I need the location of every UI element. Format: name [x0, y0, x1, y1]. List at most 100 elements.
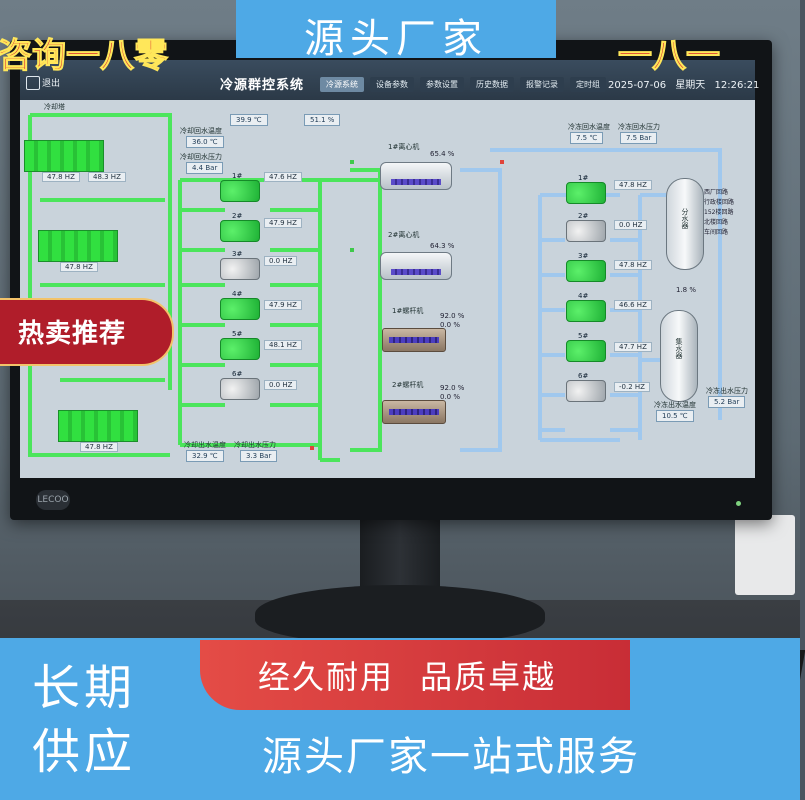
chiller-1-name: 1#离心机	[388, 143, 420, 151]
promo-quality-text: 经久耐用 品质卓越	[258, 658, 557, 696]
tower-hz-1: 47.8 HZ	[42, 172, 80, 182]
tower-hz-2: 48.3 HZ	[88, 172, 126, 182]
coil-icon	[389, 409, 439, 415]
power-led-icon	[736, 501, 741, 506]
chilled-pump-4-num: 4#	[578, 292, 589, 300]
tower-hz-4: 47.8 HZ	[80, 442, 118, 452]
cooling-pump-3[interactable]	[220, 258, 260, 280]
hot-sale-text: 热卖推荐	[18, 319, 127, 349]
loop-workshop[interactable]: 车间回路	[704, 229, 729, 236]
cooling-tower-3[interactable]	[58, 410, 138, 442]
home-icon[interactable]	[26, 76, 40, 90]
chilled-pump-5[interactable]	[566, 340, 606, 362]
chilled-pump-2[interactable]	[566, 220, 606, 242]
status-dot-icon	[350, 160, 354, 164]
chilled-supply-pressure-label: 冷冻出水压力	[706, 387, 748, 395]
tab-schedule[interactable]: 定时组	[570, 77, 606, 92]
chilled-pump-1[interactable]	[566, 182, 606, 204]
monitor-stand-neck	[360, 519, 440, 589]
monitor-brand-logo: LECOO	[36, 490, 70, 510]
centrifugal-chiller-1[interactable]	[380, 162, 452, 190]
chilled-pump-5-hz: 47.7 HZ	[614, 342, 652, 352]
system-title: 冷源群控系统	[220, 78, 305, 93]
coil-icon	[391, 179, 441, 185]
cooling-pump-5[interactable]	[220, 338, 260, 360]
alarm-dot-icon	[310, 446, 314, 450]
chilled-pump-4[interactable]	[566, 300, 606, 322]
promo-bottom-slogan: 源头厂家一站式服务	[262, 734, 640, 780]
chiller-1-load: 65.4 %	[430, 150, 455, 158]
water-distributor-label: 分水器	[681, 208, 689, 229]
vessel-percent: 1.8 %	[676, 286, 697, 294]
chilled-pump-3-hz: 47.8 HZ	[614, 260, 652, 270]
side-device	[735, 515, 795, 595]
cooling-pump-2-num: 2#	[232, 212, 243, 220]
chilled-return-pressure-label: 冷冻回水压力	[618, 123, 660, 131]
cooling-pump-1-hz: 47.6 HZ	[264, 172, 302, 182]
monitor-stand-base	[255, 585, 545, 643]
loop-north-building[interactable]: 北楼回路	[704, 219, 729, 226]
tower-hz-3: 47.8 HZ	[60, 262, 98, 272]
chilled-pump-5-num: 5#	[578, 332, 589, 340]
screw-chiller-2-load: 92.0 %	[440, 384, 465, 392]
centrifugal-chiller-2[interactable]	[380, 252, 452, 280]
screw-chiller-1-load2: 0.0 %	[440, 321, 461, 329]
chilled-pump-3[interactable]	[566, 260, 606, 282]
hmi-screen: 退出 冷源群控系统 冷源系统 设备参数 参数设置 历史数据 报警记录 定时组 2…	[20, 60, 759, 478]
tab-param-settings[interactable]: 参数设置	[420, 77, 464, 92]
hot-sale-badge[interactable]: 热卖推荐	[0, 298, 174, 366]
water-collector[interactable]	[660, 310, 698, 402]
cooling-pump-4-hz: 47.9 HZ	[264, 300, 302, 310]
tab-cold-source[interactable]: 冷源系统	[320, 77, 364, 92]
promo-long-supply-line2: 供应	[32, 724, 137, 780]
tab-alarms[interactable]: 报警记录	[520, 77, 564, 92]
cooling-pump-4[interactable]	[220, 298, 260, 320]
tab-device-params[interactable]: 设备参数	[370, 77, 414, 92]
chilled-return-pressure-value: 7.5 Bar	[620, 132, 658, 144]
cooling-tower-2[interactable]	[38, 230, 118, 262]
cooling-tower-label: 冷却塔	[44, 103, 65, 111]
exit-button[interactable]: 退出	[42, 79, 61, 89]
chilled-return-temp-label: 冷冻回水温度	[568, 123, 610, 131]
loop-admin-building[interactable]: 行政楼回路	[704, 199, 735, 206]
pipe-network	[28, 113, 722, 462]
promo-long-supply-line1: 长期	[32, 660, 137, 716]
chilled-return-temp-value: 7.5 ℃	[570, 132, 604, 144]
cooling-tower-1[interactable]	[24, 140, 104, 172]
water-distributor[interactable]	[666, 178, 704, 270]
chilled-pump-2-hz: 0.0 HZ	[614, 220, 648, 230]
screw-chiller-1-name: 1#螺杆机	[392, 307, 424, 315]
chilled-pump-6[interactable]	[566, 380, 606, 402]
chiller-2-name: 2#离心机	[388, 231, 420, 239]
chilled-pump-3-num: 3#	[578, 252, 589, 260]
cooling-pump-5-hz: 48.1 HZ	[264, 340, 302, 350]
promo-title-box: 源头厂家	[236, 0, 556, 62]
loop-west-plant[interactable]: 西厂回路	[704, 189, 729, 196]
tab-bar: 冷源系统 设备参数 参数设置 历史数据 报警记录 定时组	[320, 77, 606, 92]
promo-top-banner: 咨询一八零 一八一 源头厂家	[0, 0, 800, 77]
date-text: 2025-07-06	[608, 80, 667, 91]
screw-chiller-2-name: 2#螺杆机	[392, 381, 424, 389]
cooling-pump-4-num: 4#	[232, 290, 243, 298]
cooling-pump-2-hz: 47.9 HZ	[264, 218, 302, 228]
coil-icon	[391, 269, 441, 275]
screw-chiller-2[interactable]	[382, 400, 446, 424]
hmi-topbar: 退出 冷源群控系统 冷源系统 设备参数 参数设置 历史数据 报警记录 定时组 2…	[20, 60, 759, 100]
cooling-pump-6[interactable]	[220, 378, 260, 400]
cooling-supply-temp-value: 32.9 ℃	[186, 450, 224, 462]
cooling-pump-1[interactable]	[220, 180, 260, 202]
screw-chiller-1-load: 92.0 %	[440, 312, 465, 320]
cooling-pump-3-num: 3#	[232, 250, 243, 258]
loop-152-building[interactable]: 152楼回路	[704, 209, 734, 216]
chiller-2-load: 64.3 %	[430, 242, 455, 250]
cooling-supply-pressure-label: 冷却出水压力	[234, 441, 276, 449]
tab-history[interactable]: 历史数据	[470, 77, 514, 92]
chilled-pump-1-num: 1#	[578, 174, 589, 182]
cooling-pump-6-num: 6#	[232, 370, 243, 378]
promo-top-right-text: 一八一	[618, 36, 721, 77]
screw-chiller-1[interactable]	[382, 328, 446, 352]
cooling-pump-2[interactable]	[220, 220, 260, 242]
cooling-return-temp-label: 冷却回水温度	[180, 127, 222, 135]
cooling-supply-pressure-value: 3.3 Bar	[240, 450, 278, 462]
top-temp-value: 39.9 ℃	[230, 114, 268, 126]
